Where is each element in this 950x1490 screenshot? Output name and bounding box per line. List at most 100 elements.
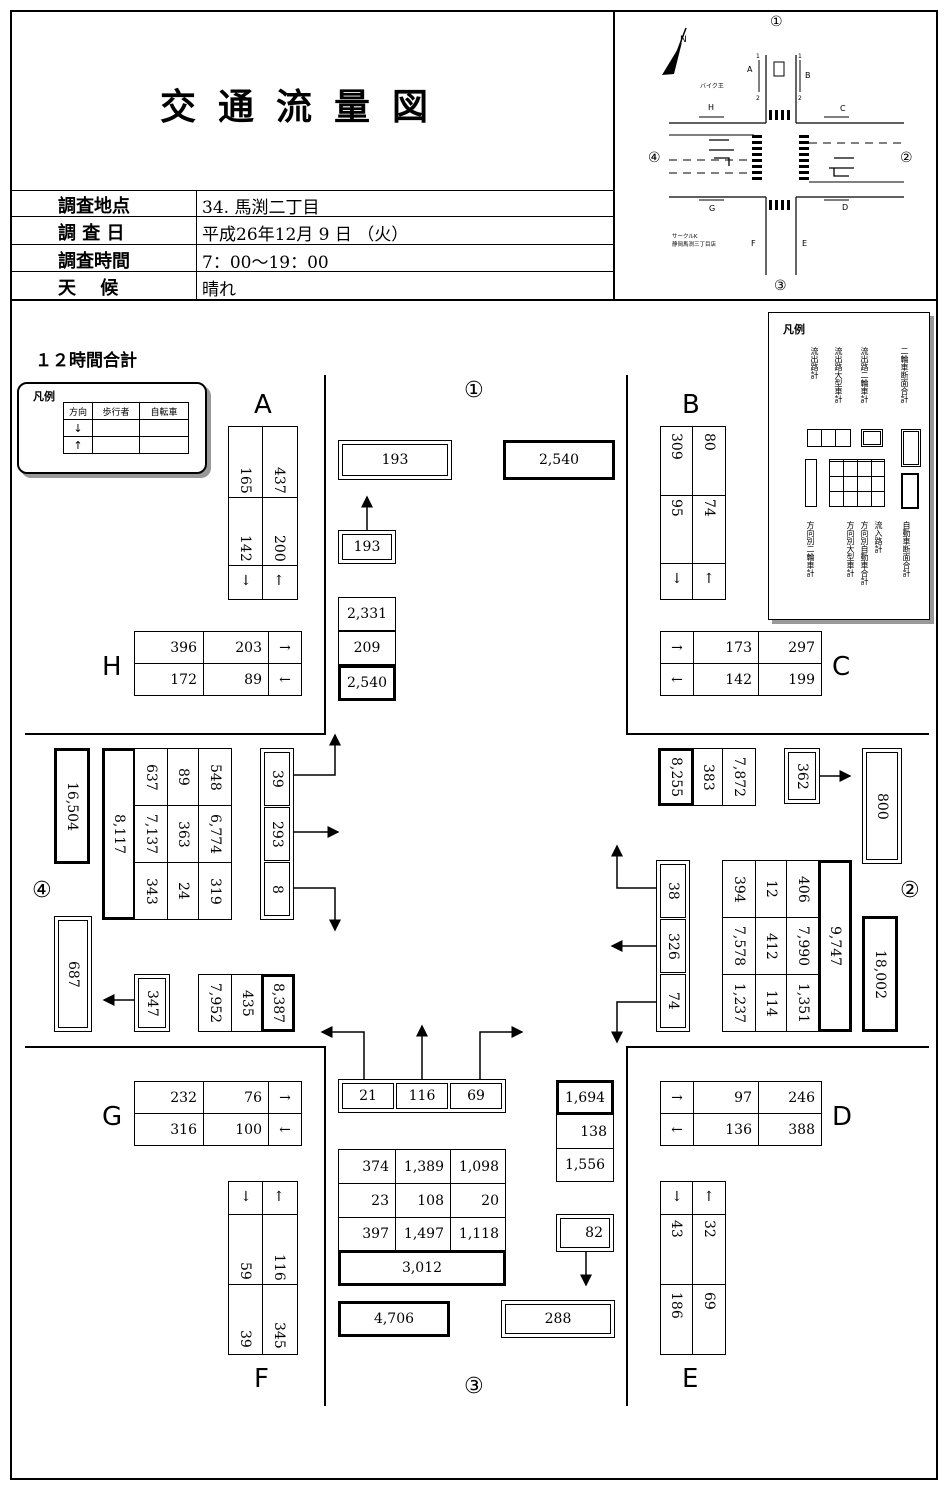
north-moto-out-total: 193 [338, 440, 452, 480]
legend-big-title: 凡例 [783, 323, 805, 336]
approach-2-label: ② [900, 878, 920, 903]
survey-date-value: 平成26年12月 9 日 （火） [202, 225, 409, 245]
svg-text:G: G [709, 204, 715, 213]
grid-line [692, 1182, 693, 1354]
crosswalk-H-label: H [102, 652, 122, 682]
arrow-up-icon [294, 733, 341, 776]
crosswalk-B-label: B [682, 390, 700, 420]
grid-line [229, 1214, 297, 1215]
arrow-right-icon [479, 1026, 524, 1079]
west-grid-cell: 343 [134, 862, 168, 920]
grid-line [229, 1284, 297, 1285]
legend-small-title: 凡例 [33, 390, 55, 403]
legend-label: 方向別大型車計 [846, 521, 855, 577]
arrow-down-icon: ↓ [671, 1189, 683, 1205]
svg-text:E: E [802, 239, 807, 248]
crosswalk-H-value: 89 [203, 663, 269, 696]
info-line [10, 271, 614, 272]
east-dir-moto-value: 326 [660, 919, 686, 973]
svg-text:サークルK: サークルK [672, 233, 698, 240]
south-grid-cell: 1,497 [395, 1217, 451, 1251]
arrow-up-icon: ↑ [273, 573, 285, 589]
south-moto-cross: 288 [501, 1300, 615, 1338]
legend-label: 流出路大型車計 [834, 347, 843, 403]
west-dir-moto: 39 293 8 [260, 748, 294, 920]
east-dir-moto-value: 38 [660, 864, 686, 918]
road-edge [626, 375, 628, 735]
arrow-right-icon: → [660, 1081, 694, 1114]
info-line [10, 216, 614, 217]
south-direction-grid: 374 1,389 1,098 23 108 20 397 1,497 1,11… [338, 1149, 506, 1251]
west-grid-cell: 6,774 [198, 805, 232, 863]
crosswalk-D-value: 97 [693, 1081, 759, 1114]
west-dir-moto-value: 39 [264, 752, 290, 806]
approach-3-label: ③ [464, 1374, 484, 1399]
crosswalk-E-value: 43 [668, 1220, 684, 1238]
crosswalk-C-value: 297 [758, 631, 822, 664]
crosswalk-B-value: 74 [701, 499, 717, 517]
crosswalk-G-value: 76 [203, 1081, 269, 1114]
crosswalk-A-value: 437 [271, 467, 287, 494]
svg-text:C: C [840, 104, 846, 113]
svg-text:B: B [805, 71, 811, 80]
svg-text:①: ① [770, 14, 783, 30]
grid-line [661, 563, 725, 564]
south-out-cars: 1,556 [556, 1148, 614, 1182]
svg-text:③: ③ [774, 278, 787, 294]
svg-text:2: 2 [756, 95, 760, 102]
grid-line [262, 1182, 263, 1354]
crosswalk-G-value: 232 [134, 1081, 204, 1114]
crosswalk-C-value: 199 [758, 663, 822, 696]
east-grid-cell: 1,351 [786, 974, 820, 1032]
legend-shape [807, 429, 851, 447]
intersection-mini-map: N ① ② ③ ④ A B C D E F G H バイク王 サークルK 静岡馬… [648, 14, 913, 294]
north-cross-total: 2,540 [503, 440, 615, 480]
west-moto-cross: 687 [54, 916, 92, 1032]
arrow-down-icon: ↓ [671, 571, 683, 587]
east-grid-cell: 1,237 [722, 974, 756, 1032]
grid-line [661, 1284, 725, 1285]
arrow-down-icon: ↓ [240, 1189, 252, 1205]
road-edge [324, 1046, 326, 1406]
svg-text:1: 1 [798, 53, 802, 60]
legend-label: 流出路二輪車計 [860, 347, 869, 403]
svg-text:2: 2 [798, 95, 802, 102]
arrow-left-icon: ← [660, 663, 694, 696]
grid-line [229, 565, 297, 566]
east-grid-cell: 394 [722, 860, 756, 918]
south-cross-total: 4,706 [338, 1301, 450, 1337]
section-title: １２時間合計 [35, 351, 137, 371]
svg-text:④: ④ [648, 150, 661, 166]
svg-text:N: N [680, 35, 687, 45]
crosswalk-A-table: 165 437 142 200 ↓ ↑ [228, 426, 298, 600]
arrow-left-icon: ← [660, 1113, 694, 1146]
west-in-total: 8,117 [102, 748, 136, 920]
crosswalk-E-value: 69 [701, 1292, 717, 1310]
crosswalk-E-table: ↓ ↑ 43 32 186 69 [660, 1181, 726, 1355]
legend-label: 二輪車断面合計 [900, 347, 909, 403]
arrow-up-icon [611, 844, 656, 889]
arrow-up-icon: ↑ [703, 1189, 715, 1205]
legend-shape [821, 429, 822, 447]
arrow-left-icon: ← [268, 663, 302, 696]
west-out-large: 435 [231, 974, 263, 1032]
crosswalk-B-value: 309 [668, 433, 684, 460]
north-in-large: 209 [338, 631, 396, 665]
weather-value: 晴れ [202, 280, 236, 300]
arrow-left-icon: ← [268, 1113, 302, 1146]
road-edge [324, 375, 326, 735]
west-dir-moto-value: 8 [264, 862, 290, 916]
legend-label: 自動車断面合計 [902, 521, 911, 577]
west-moto-out: 347 [134, 974, 170, 1032]
grid-line [661, 495, 725, 496]
west-grid-cell: 89 [167, 748, 199, 806]
crosswalk-E-label: E [682, 1364, 699, 1394]
arrow-down-icon [611, 1001, 656, 1044]
crosswalk-D-value: 388 [758, 1113, 822, 1146]
crosswalk-E-value: 186 [668, 1292, 684, 1319]
grid-line [229, 497, 297, 498]
crosswalk-F-value: 59 [237, 1262, 253, 1280]
svg-text:F: F [751, 239, 756, 248]
